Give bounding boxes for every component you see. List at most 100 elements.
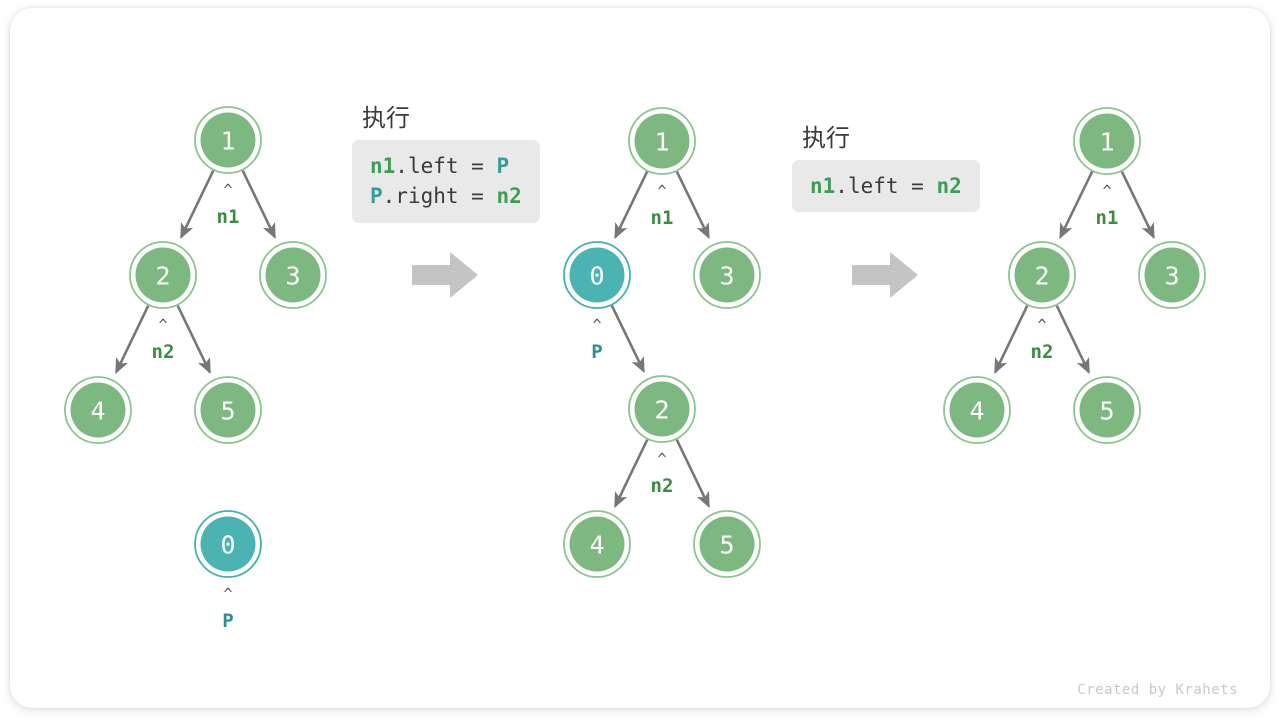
- tree-edge: [1059, 171, 1094, 240]
- code-token: n1: [810, 174, 836, 198]
- code-token: .left =: [835, 174, 937, 198]
- node-value: 3: [1164, 262, 1179, 291]
- exec-label-step1: 执行: [362, 104, 410, 132]
- node-outer-ring: [194, 106, 262, 174]
- node-outer-ring: [693, 510, 761, 578]
- code-line: n1.left = P: [370, 151, 522, 181]
- node-outer-ring: [943, 376, 1011, 444]
- node-circle: [1079, 382, 1135, 438]
- arrow-2: [852, 252, 918, 298]
- pointer-caret-icon: ^: [592, 316, 601, 334]
- transition-arrows: [412, 252, 918, 298]
- tree-node[interactable]: 2: [129, 241, 197, 309]
- node-circle: [1014, 247, 1070, 303]
- node-circle: [634, 113, 690, 169]
- node-value: 5: [719, 531, 734, 560]
- tree-node[interactable]: 2: [628, 375, 696, 443]
- tree-node[interactable]: 2: [1008, 241, 1076, 309]
- pointer-label: n2: [1031, 341, 1054, 363]
- tree-node[interactable]: 4: [64, 376, 132, 444]
- node-value: 1: [1099, 128, 1114, 157]
- node-circle: [70, 382, 126, 438]
- node-value: 2: [654, 396, 669, 425]
- node-value: 1: [654, 128, 669, 157]
- node-outer-ring: [259, 241, 327, 309]
- node-value: 4: [589, 531, 604, 560]
- code-block-step2: n1.left = n2: [792, 160, 980, 213]
- tree-node[interactable]: 4: [943, 376, 1011, 444]
- node-value: 5: [1099, 397, 1114, 426]
- tree-edge: [675, 439, 710, 509]
- node-circle: [200, 516, 256, 572]
- pointer-label: n2: [651, 475, 674, 497]
- tree-node[interactable]: 0: [194, 510, 262, 578]
- node-outer-ring: [129, 241, 197, 309]
- node-circle: [200, 112, 256, 168]
- arrow-1: [412, 252, 478, 298]
- code-token: .right =: [382, 184, 497, 209]
- node-outer-ring: [1073, 376, 1141, 444]
- tree-node[interactable]: 3: [693, 241, 761, 309]
- node-circle: [265, 247, 321, 303]
- tree-node[interactable]: 1: [1073, 107, 1141, 175]
- pointer-label: P: [591, 341, 602, 363]
- node-value: 2: [1034, 262, 1049, 291]
- pointer-caret-icon: ^: [657, 450, 666, 468]
- pointer-caret-icon: ^: [1037, 316, 1046, 334]
- node-outer-ring: [693, 241, 761, 309]
- tree-node[interactable]: 1: [628, 107, 696, 175]
- tree-node[interactable]: 4: [563, 510, 631, 578]
- tree-node[interactable]: 0: [563, 241, 631, 309]
- node-circle: [200, 382, 256, 438]
- node-outer-ring: [563, 510, 631, 578]
- node-value: 1: [220, 127, 235, 156]
- node-value: 4: [90, 397, 105, 426]
- node-circle: [949, 382, 1005, 438]
- pointer-caret-icon: ^: [223, 585, 232, 603]
- code-token: P: [496, 154, 510, 178]
- tree-node[interactable]: 3: [259, 241, 327, 309]
- pointer-caret-icon: ^: [1102, 182, 1111, 200]
- tree-edge: [614, 439, 649, 509]
- code-line: n1.left = n2: [810, 171, 962, 201]
- tree-node[interactable]: 3: [1138, 241, 1206, 309]
- node-circle: [1079, 113, 1135, 169]
- node-value: 5: [220, 397, 235, 426]
- tree-edge: [610, 305, 645, 374]
- node-value: 3: [285, 262, 300, 291]
- tree-edges: [115, 170, 1155, 509]
- pointer-label: n1: [217, 206, 240, 228]
- pointer-caret-icon: ^: [657, 182, 666, 200]
- node-outer-ring: [1138, 241, 1206, 309]
- node-outer-ring: [628, 375, 696, 443]
- tree-node[interactable]: 5: [1073, 376, 1141, 444]
- code-token: n2: [496, 184, 522, 209]
- tree-edge: [675, 171, 710, 240]
- tree-edge: [241, 170, 276, 240]
- tree-node[interactable]: 5: [693, 510, 761, 578]
- code-token: P: [370, 184, 383, 209]
- node-outer-ring: [563, 241, 631, 309]
- tree-node[interactable]: 1: [194, 106, 262, 174]
- pointer-label: n1: [651, 207, 674, 229]
- exec-label-step2: 执行: [802, 124, 850, 152]
- node-circle: [569, 247, 625, 303]
- node-outer-ring: [1008, 241, 1076, 309]
- node-value: 0: [589, 262, 604, 291]
- tree-edge: [1055, 305, 1090, 375]
- code-token: .left =: [395, 154, 497, 178]
- watermark-credit: Created by Krahets: [1077, 682, 1238, 698]
- tree-node[interactable]: 5: [194, 376, 262, 444]
- node-outer-ring: [628, 107, 696, 175]
- tree-edge: [1120, 171, 1155, 240]
- node-circle: [1144, 247, 1200, 303]
- node-value: 4: [969, 397, 984, 426]
- tree-edge: [614, 171, 649, 240]
- tree-edge: [115, 305, 150, 375]
- code-line: P.right = n2: [370, 181, 522, 211]
- tree-edge: [176, 305, 211, 375]
